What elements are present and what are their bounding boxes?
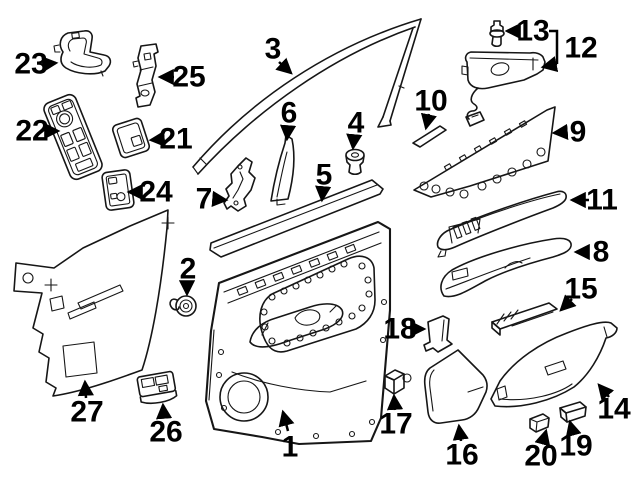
- part-25-mounting-bracket: [132, 43, 159, 108]
- callout-label-4: 4: [348, 107, 365, 140]
- callout-22: 22: [15, 115, 61, 148]
- part-24-switch: [101, 169, 135, 211]
- callout-label-17: 17: [379, 408, 412, 441]
- callout-8: 8: [573, 236, 610, 269]
- callout-5: 5: [315, 159, 333, 203]
- part-21-switch: [111, 117, 151, 159]
- callout-27: 27: [70, 379, 104, 429]
- part-27-water-shield: [13, 209, 175, 397]
- part-19-clip: [559, 401, 587, 423]
- part-11-upper-door-trim: [436, 190, 567, 258]
- callout-15: 15: [559, 273, 598, 312]
- callout-label-6: 6: [281, 97, 298, 130]
- callout-label-5: 5: [316, 159, 333, 192]
- callout-label-10: 10: [414, 85, 447, 118]
- callout-17: 17: [379, 393, 413, 441]
- part-16-corner-cover: [423, 349, 488, 424]
- part-1-door-trim-panel: [204, 220, 392, 446]
- callout-18: 18: [383, 313, 427, 346]
- callout-label-21: 21: [159, 123, 192, 156]
- callout-20: 20: [524, 428, 558, 473]
- part-2-grommet: [169, 295, 197, 317]
- part-20-clip: [529, 413, 550, 433]
- callout-11: 11: [569, 184, 618, 217]
- callout-label-18: 18: [383, 313, 416, 346]
- callout-7: 7: [196, 183, 229, 216]
- part-15-pocket-trim: [491, 302, 558, 336]
- callout-label-25: 25: [172, 61, 205, 94]
- part-6-sail-panel: [270, 134, 295, 206]
- callout-label-7: 7: [196, 183, 213, 216]
- part-8-armrest: [440, 237, 572, 298]
- part-17-clip: [384, 369, 412, 395]
- callout-label-12: 12: [564, 32, 597, 65]
- callout-label-23: 23: [14, 48, 47, 81]
- part-12-pull-handle-bracket: [461, 51, 546, 127]
- part-22-window-switch-panel: [43, 93, 103, 181]
- callout-label-27: 27: [70, 396, 103, 429]
- callout-4: 4: [346, 107, 365, 151]
- callout-label-20: 20: [524, 440, 557, 473]
- callout-2: 2: [178, 253, 197, 297]
- callout-10: 10: [414, 85, 448, 131]
- part-18-bracket: [423, 315, 453, 353]
- callout-label-19: 19: [559, 430, 592, 463]
- callout-12: 12: [540, 29, 598, 73]
- callout-label-2: 2: [180, 253, 197, 286]
- callout-label-26: 26: [149, 416, 182, 449]
- part-10-trim-strip: [412, 125, 447, 148]
- callout-26: 26: [149, 402, 183, 449]
- callout-14: 14: [597, 383, 631, 426]
- callout-13: 13: [504, 15, 550, 48]
- callout-label-9: 9: [570, 116, 587, 149]
- callout-label-15: 15: [564, 273, 597, 306]
- part-3-window-run-channel: [192, 18, 422, 175]
- callout-label-11: 11: [586, 184, 618, 217]
- part-4-screw: [345, 148, 365, 176]
- callout-label-13: 13: [516, 15, 549, 48]
- callout-24: 24: [126, 176, 173, 209]
- callout-label-3: 3: [265, 33, 282, 66]
- callout-9: 9: [551, 116, 587, 149]
- callout-25: 25: [157, 61, 206, 94]
- part-13-push-pin: [489, 20, 505, 48]
- callout-label-1: 1: [282, 431, 299, 464]
- callout-label-14: 14: [597, 393, 631, 426]
- part-14-lower-door-trim: [490, 321, 618, 408]
- callout-16: 16: [445, 423, 479, 472]
- callout-label-22: 22: [15, 115, 48, 148]
- part-23-seat-switch: [53, 30, 112, 77]
- callout-19: 19: [559, 419, 593, 463]
- part-9-carrier-panel: [413, 106, 556, 199]
- callout-23: 23: [14, 48, 59, 81]
- callout-3: 3: [265, 33, 293, 75]
- part-5-belt-molding: [209, 179, 384, 258]
- part-26-switch: [136, 370, 178, 405]
- callout-label-24: 24: [139, 176, 173, 209]
- callout-label-16: 16: [445, 439, 478, 472]
- callout-1: 1: [278, 409, 299, 464]
- callout-label-8: 8: [593, 236, 610, 269]
- callout-21: 21: [148, 123, 193, 156]
- callout-6: 6: [279, 97, 298, 142]
- callout-layer: 1234567891011121314151617181920212223242…: [14, 15, 631, 473]
- part-7-corner-bracket: [223, 157, 256, 212]
